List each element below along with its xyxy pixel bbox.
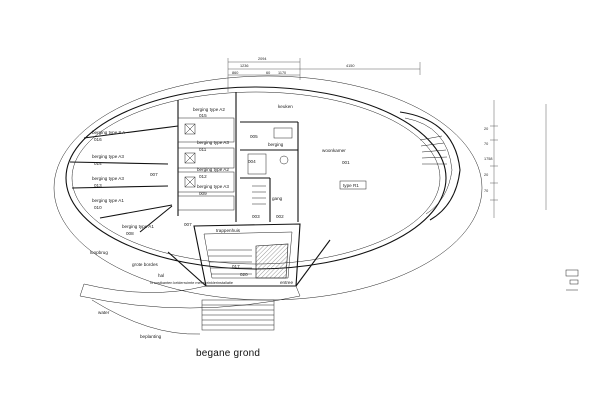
dimension-lines-top — [227, 58, 421, 92]
dim-top-d: 60 — [266, 71, 270, 75]
label-type: type R1 — [343, 183, 359, 188]
room-015-code: 015 — [199, 113, 207, 118]
dim-side-3: 1758 — [484, 157, 492, 161]
room-010-label: berging type A1 — [92, 198, 124, 203]
storage-boxes — [184, 123, 196, 188]
type-tag — [339, 180, 367, 190]
room-013-label: berging type A3 — [92, 176, 124, 181]
core-walls — [240, 121, 299, 222]
room-008-label: berging type A1 — [122, 224, 154, 229]
balcony-stair-right — [419, 135, 448, 165]
label-hal: hal — [158, 273, 164, 278]
dimension-lines-right — [490, 100, 547, 218]
label-beplanting: beplanting — [140, 334, 162, 339]
room-011-label: berging type A3 — [197, 140, 229, 145]
stairwell-hatch — [255, 243, 289, 279]
balcony-right — [399, 111, 461, 221]
room-003-code: 003 — [252, 214, 260, 219]
margin-marks — [565, 269, 579, 291]
wing-left — [167, 251, 207, 287]
room-017-code: 017 — [232, 264, 240, 269]
room-016-label: berging type 8 A — [92, 130, 126, 135]
room-020-code: 020 — [240, 272, 248, 277]
room-001-code: 001 — [342, 160, 350, 165]
dim-side-2: 70 — [484, 142, 488, 146]
terrace-outline — [79, 283, 301, 309]
label-note: N oostkanten kelderruimte met sprinkleri… — [150, 281, 233, 285]
label-water: water — [98, 310, 110, 315]
room-015-label: berging type A2 — [193, 107, 225, 112]
room-004-code: 004 — [248, 159, 256, 164]
balcony-right-inner — [404, 117, 453, 215]
label-trappenhuis: trappenhuis — [216, 228, 241, 233]
room-011-code: 011 — [199, 147, 207, 152]
label-entree: entree — [280, 280, 293, 285]
label-grote-bordes: grote bordes — [132, 262, 158, 267]
dim-top-c: 860 — [232, 71, 238, 75]
dim-top-b: 4150 — [346, 64, 354, 68]
room-012-label: berging type A2 — [197, 167, 229, 172]
room-013-code: 013 — [94, 183, 102, 188]
drawing-title: begane grond — [196, 348, 260, 359]
dim-side-5: 70 — [484, 189, 488, 193]
storage-partitions — [177, 117, 235, 211]
stairwell-inner — [203, 231, 293, 279]
room-010-code: 010 — [94, 205, 102, 210]
dim-top-total: 2094 — [258, 57, 266, 61]
room-001-label: woonkamer — [322, 148, 346, 153]
dim-side-4: 20 — [484, 173, 488, 177]
label-loopbrug: loopbrug — [90, 250, 108, 255]
room-016-code: 016 — [94, 137, 102, 142]
room-006-label: berging — [268, 142, 284, 147]
room-007-code-b: 007 — [184, 222, 192, 227]
kitchen-fixtures — [247, 127, 293, 205]
room-005-code: 005 — [250, 134, 258, 139]
room-002-code: 002 — [276, 214, 284, 219]
label-keuken: keuken — [278, 104, 293, 109]
stair-treads — [208, 249, 252, 275]
dim-top-a: 1236 — [240, 64, 248, 68]
room-009-label: berging type A3 — [197, 184, 229, 189]
room-007-code-a: 007 — [150, 172, 158, 177]
room-009-code: 009 — [199, 191, 207, 196]
room-014-code: 014 — [94, 161, 102, 166]
dim-side-1: 20 — [484, 127, 488, 131]
room-008-code: 008 — [126, 231, 134, 236]
room-012-code: 012 — [199, 174, 207, 179]
wing-right — [295, 239, 331, 287]
entrance-step-lines — [202, 304, 274, 326]
water-edge — [91, 299, 201, 335]
label-gang: gang — [272, 196, 283, 201]
dim-top-e: 1170 — [278, 71, 286, 75]
room-014-label: berging type A3 — [92, 154, 124, 159]
